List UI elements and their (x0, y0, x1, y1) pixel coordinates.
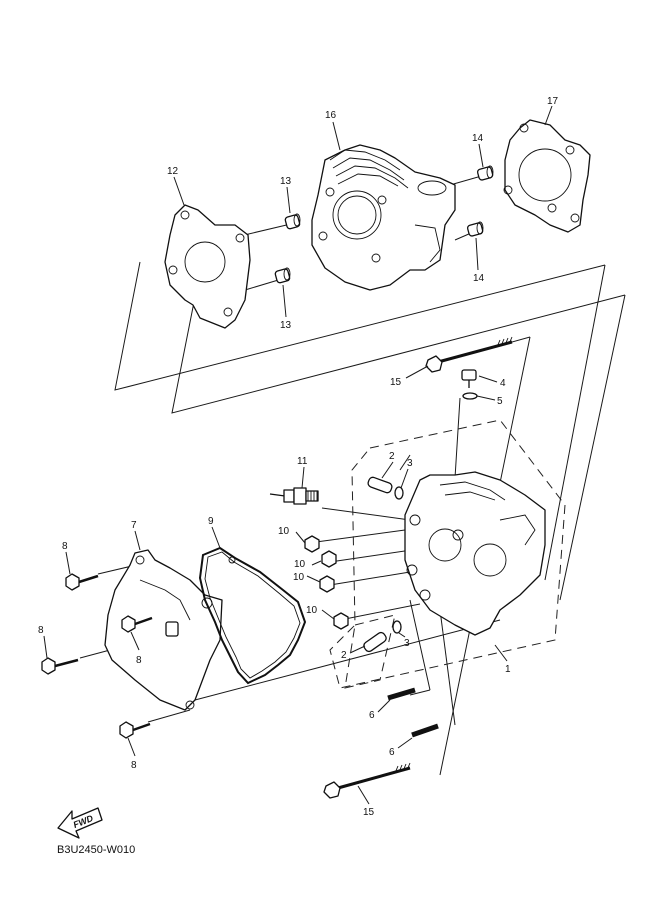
callout-16: 16 (325, 110, 337, 121)
callout-7: 7 (131, 520, 137, 531)
dowel-pin (274, 213, 301, 284)
callout-10: 10 (278, 526, 290, 537)
callout-8: 8 (131, 760, 137, 771)
callout-labels: 16 17 14 14 12 13 13 15 4 5 11 2 3 7 9 8… (38, 96, 559, 818)
cylinder-head (404, 471, 546, 636)
stud-bolt-lower (323, 762, 411, 799)
callout-8: 8 (136, 655, 142, 666)
forward-arrow-icon (57, 807, 103, 839)
o-ring (392, 486, 404, 634)
callout-5: 5 (497, 396, 503, 407)
spark-plug (269, 487, 319, 505)
stud-bolt (425, 336, 513, 373)
callout-2: 2 (389, 451, 395, 462)
callout-10: 10 (294, 559, 306, 570)
cylinder-head-gasket (503, 119, 591, 233)
flange-nut (304, 535, 349, 630)
callout-15: 15 (363, 807, 375, 818)
callout-3: 3 (407, 458, 413, 469)
callout-leaders (43, 105, 553, 805)
callout-9: 9 (208, 516, 214, 527)
callout-8: 8 (62, 541, 68, 552)
flange-bolt (461, 369, 477, 388)
cylinder-block (311, 144, 456, 291)
callout-14: 14 (473, 273, 485, 284)
cylinder-base-gasket (164, 204, 251, 329)
dowel-pin-right (466, 165, 494, 237)
callout-13: 13 (280, 320, 292, 331)
callout-14: 14 (472, 133, 484, 144)
subassembly-outline (329, 419, 566, 689)
callout-10: 10 (306, 605, 318, 616)
callout-3: 3 (404, 638, 410, 649)
cover-gasket (198, 546, 307, 685)
callout-6: 6 (369, 710, 375, 721)
callout-11: 11 (297, 456, 308, 467)
callout-4: 4 (500, 378, 506, 389)
callout-6: 6 (389, 747, 395, 758)
washer (462, 392, 478, 400)
callout-12: 12 (167, 166, 179, 177)
callout-15: 15 (390, 377, 402, 388)
callout-10: 10 (293, 572, 305, 583)
callout-8: 8 (38, 625, 44, 636)
stud (387, 687, 439, 738)
cylinder-head-cover (104, 549, 223, 711)
callout-17: 17 (547, 96, 559, 107)
diagram-code: B3U2450-W010 (57, 844, 135, 856)
callout-13: 13 (280, 176, 292, 187)
callout-2: 2 (341, 650, 347, 661)
callout-1: 1 (505, 664, 511, 675)
valve-guide (363, 476, 393, 653)
cover-bolt (41, 573, 153, 739)
